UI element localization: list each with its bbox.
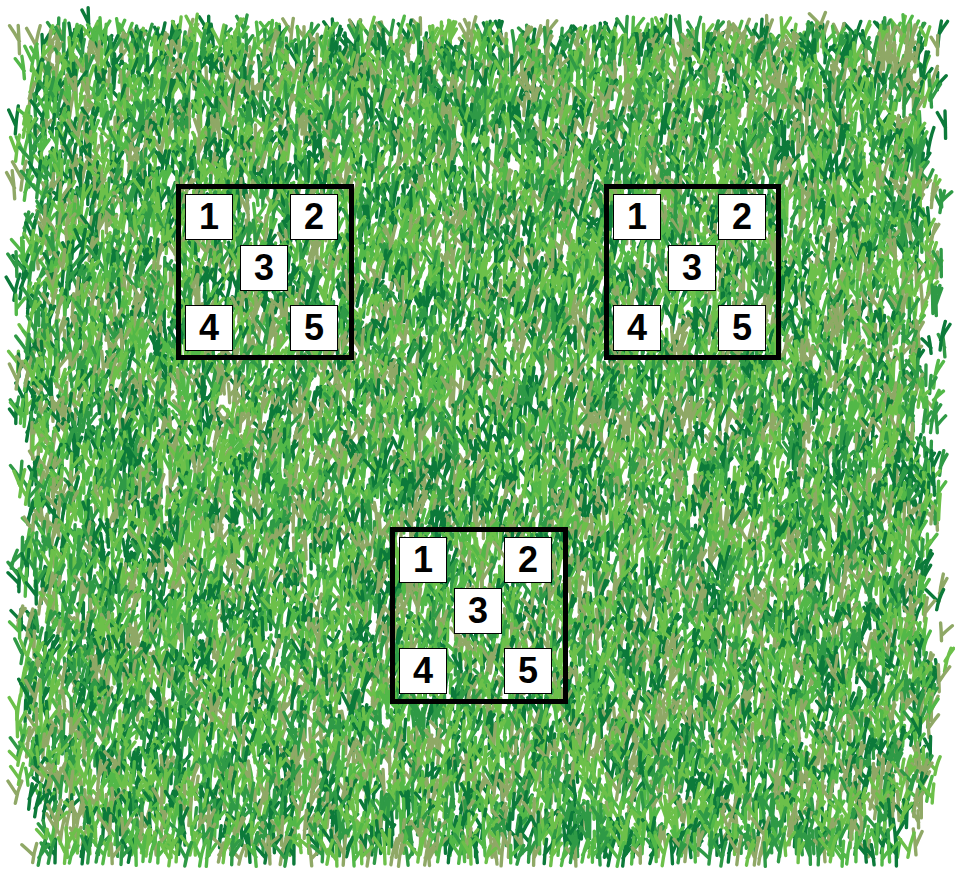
plot-number: 1 (627, 199, 647, 235)
grass-blades (22, 836, 825, 867)
grass-blades (58, 835, 836, 867)
grass-blades (6, 8, 945, 708)
plot-number-box: 4 (185, 305, 233, 351)
plot-number: 4 (627, 310, 647, 346)
plot-number-box: 1 (613, 194, 661, 240)
plot-number-box: 5 (504, 648, 552, 694)
plot-number-box: 4 (613, 305, 661, 351)
plot-number-box: 3 (454, 588, 502, 634)
plot-number-box: 3 (240, 245, 288, 291)
plot-number-box: 2 (718, 194, 766, 240)
plot-number-box: 5 (718, 305, 766, 351)
plot-number: 5 (304, 310, 324, 346)
plot-number-box: 5 (290, 305, 338, 351)
quadrat-frame: 1 234 5 (176, 184, 354, 360)
plot-number-box: 2 (504, 537, 552, 583)
plot-number-box: 1 (399, 537, 447, 583)
plot-number: 1 (413, 542, 433, 578)
grass-blades (16, 17, 946, 503)
plot-number: 5 (732, 310, 752, 346)
quadrat-frame: 1 234 5 (390, 527, 568, 704)
plot-number: 1 (199, 199, 219, 235)
plot-number-box: 3 (668, 245, 716, 291)
grass-blades (24, 15, 952, 524)
plot-number: 4 (199, 310, 219, 346)
plot-number: 3 (254, 250, 274, 286)
plot-number: 2 (732, 199, 752, 235)
grass-blades (9, 16, 954, 747)
plot-number: 2 (304, 199, 324, 235)
plot-number-box: 2 (290, 194, 338, 240)
plot-number: 5 (518, 653, 538, 689)
plot-number: 2 (518, 542, 538, 578)
plot-number: 3 (682, 250, 702, 286)
plot-number-box: 1 (185, 194, 233, 240)
quadrat-frame: 1 234 5 (604, 184, 781, 360)
plot-number-box: 4 (399, 648, 447, 694)
grass-blades (7, 13, 953, 804)
grass-blades (38, 834, 827, 867)
plot-number: 4 (413, 653, 433, 689)
plot-number: 3 (468, 593, 488, 629)
